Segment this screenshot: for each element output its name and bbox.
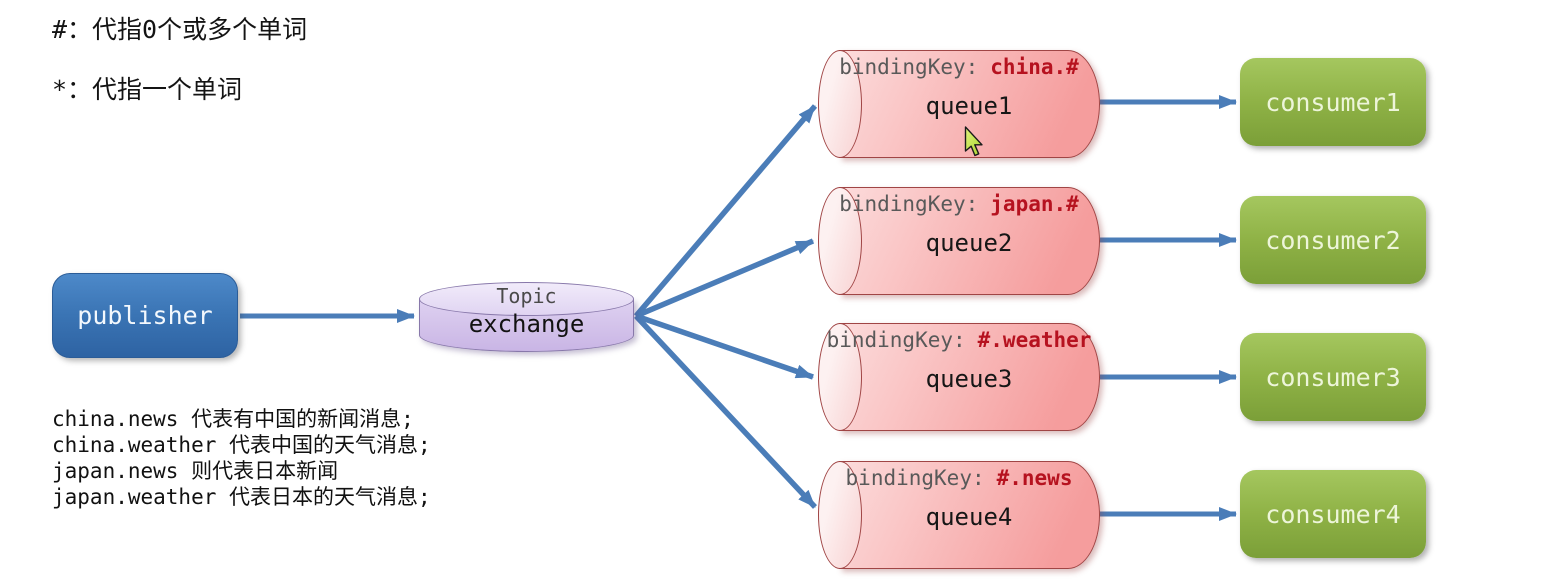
wildcard-hash-note: #：代指0个或多个单词: [52, 15, 308, 44]
queue-cylinder-cap: [818, 187, 862, 295]
binding-key-line: bindingKey: #.weather: [818, 328, 1100, 352]
queue-cylinder-cap: [818, 323, 862, 431]
consumer3-node: consumer3: [1240, 333, 1426, 421]
routing-key-examples: china.news 代表有中国的新闻消息; china.weather 代表中…: [52, 406, 431, 510]
queue-cylinder-cap: [818, 461, 862, 569]
consumer-label: consumer4: [1265, 499, 1401, 529]
example-line: japan.news 则代表日本新闻: [52, 459, 339, 483]
arrow-exchange-to-queue4: [633, 314, 818, 509]
queue-cylinder-cap: [818, 50, 862, 158]
binding-key-value: china.#: [990, 55, 1079, 79]
exchange-node: Topic exchange: [419, 282, 634, 352]
queue-cylinder-body: [839, 461, 1100, 569]
binding-key-line: bindingKey: japan.#: [818, 192, 1100, 216]
binding-key-value: #.news: [996, 466, 1073, 490]
mouse-cursor-icon: [964, 126, 983, 157]
binding-key-label: bindingKey:: [839, 55, 979, 79]
queue1-node: bindingKey: china.# queue1: [818, 50, 1100, 158]
queue-name-label: queue3: [925, 365, 1013, 393]
binding-key-label: bindingKey:: [845, 466, 985, 490]
consumer4-node: consumer4: [1240, 470, 1426, 558]
queue-cylinder-body: [839, 187, 1100, 295]
binding-key-label: bindingKey:: [839, 192, 979, 216]
binding-key-label: bindingKey:: [826, 328, 966, 352]
publisher-label: publisher: [77, 301, 213, 330]
queue4-node: bindingKey: #.news queue4: [818, 461, 1100, 569]
example-line: japan.weather 代表日本的天气消息;: [52, 485, 431, 509]
consumer-label: consumer3: [1265, 362, 1401, 392]
binding-key-value: japan.#: [990, 192, 1079, 216]
example-line: china.weather 代表中国的天气消息;: [52, 433, 431, 457]
queue-name-label: queue1: [925, 92, 1013, 120]
queue-name-label: queue2: [925, 229, 1013, 257]
publisher-node: publisher: [52, 273, 238, 358]
consumer-label: consumer1: [1265, 87, 1401, 117]
arrow-exchange-to-queue1: [633, 104, 818, 318]
exchange-label: exchange: [468, 310, 585, 338]
example-line: china.news 代表有中国的新闻消息;: [52, 407, 414, 431]
exchange-type-label: Topic: [496, 284, 557, 308]
arrow-exchange-to-queue3: [635, 313, 814, 380]
queue2-node: bindingKey: japan.# queue2: [818, 187, 1100, 295]
wildcard-star-note: *：代指一个单词: [52, 75, 243, 104]
exchange-cylinder-top: [419, 282, 634, 316]
consumer-label: consumer2: [1265, 225, 1401, 255]
consumer1-node: consumer1: [1240, 58, 1426, 146]
queue3-node: bindingKey: #.weather queue3: [818, 323, 1100, 431]
queue-cylinder-body: [839, 323, 1100, 431]
arrow-exchange-to-queue2: [634, 238, 815, 319]
consumer2-node: consumer2: [1240, 196, 1426, 284]
queue-name-label: queue4: [925, 503, 1013, 531]
binding-key-value: #.weather: [977, 328, 1092, 352]
binding-key-line: bindingKey: china.#: [818, 55, 1100, 79]
binding-key-line: bindingKey: #.news: [818, 466, 1100, 490]
